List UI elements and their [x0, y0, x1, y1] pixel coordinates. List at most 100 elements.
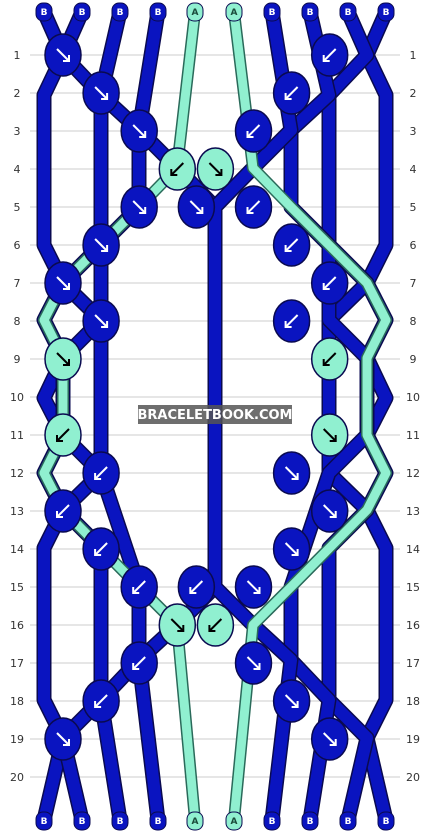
watermark: BRACELETBOOK.COM: [138, 405, 292, 424]
top-string-tab: [149, 2, 167, 22]
knot-arrow: [132, 124, 146, 138]
row-number-right: 16: [406, 619, 420, 632]
knot-arrow: [246, 580, 261, 594]
row-number-right: 20: [406, 771, 420, 784]
knot-arrowhead: [101, 93, 109, 100]
row-number-right: 5: [410, 201, 417, 214]
knot-arrow: [170, 162, 185, 176]
knot-arrowhead: [56, 511, 63, 518]
top-string-letter: B: [383, 8, 390, 18]
knot-arrow: [322, 504, 337, 518]
knot-arrowhead: [329, 739, 337, 746]
bottom-string-tab: [35, 811, 53, 831]
top-string-tab: [377, 2, 395, 22]
knot-arrow: [132, 580, 146, 594]
row-number-left: 6: [14, 239, 21, 252]
top-string-letter: A: [231, 8, 238, 18]
string-b: [361, 6, 392, 826]
knot-arrowhead: [63, 283, 70, 290]
row-number-right: 2: [410, 87, 417, 100]
knot-arrow: [94, 314, 108, 328]
row-number-right: 1: [410, 49, 417, 62]
row-number-right: 6: [410, 239, 417, 252]
knot-arrowhead: [253, 663, 261, 670]
row-number-right: 14: [406, 543, 420, 556]
row-number-right: 11: [406, 429, 420, 442]
row-number-right: 15: [406, 581, 420, 594]
knots: [44, 33, 349, 761]
bottom-string-tab: [111, 811, 129, 831]
top-string-letter: B: [41, 8, 48, 18]
knot-arrowhead: [322, 55, 330, 62]
row-number-left: 13: [10, 505, 24, 518]
knot-arrowhead: [170, 169, 178, 176]
knot-arrow: [94, 238, 108, 252]
row-number-right: 9: [410, 353, 417, 366]
knot-arrowhead: [284, 321, 292, 328]
knot-arrowhead: [215, 169, 223, 176]
knot-arrow: [208, 618, 223, 632]
top-string-tab: [35, 2, 53, 22]
row-number-left: 11: [10, 429, 24, 442]
knot-arrowhead: [253, 587, 261, 594]
knot-arrowhead: [246, 207, 254, 214]
row-number-left: 9: [14, 353, 21, 366]
knot-arrowhead: [177, 625, 185, 632]
knot-arrow: [208, 162, 223, 176]
row-number-right: 3: [410, 125, 417, 138]
top-string-tab: [301, 2, 319, 22]
top-string-tab: [111, 2, 129, 22]
string-b: [209, 6, 297, 826]
knot-arrowhead: [208, 625, 216, 632]
knot-arrowhead: [246, 131, 254, 138]
knot-arrowhead: [189, 587, 197, 594]
knot-arrowhead: [94, 701, 102, 708]
knot-arrowhead: [322, 283, 330, 290]
knot-arrow: [246, 124, 261, 138]
knot-arrow: [284, 542, 299, 556]
row-number-left: 17: [10, 657, 24, 670]
row-number-left: 7: [14, 277, 21, 290]
knot-arrow: [56, 504, 70, 518]
knot-arrow: [284, 694, 299, 708]
knot-arrowhead: [101, 321, 109, 328]
knot-arrowhead: [291, 473, 299, 480]
knot-arrow: [284, 238, 299, 252]
knot-arrowhead: [329, 435, 337, 442]
knot-arrow: [56, 428, 70, 442]
knot-arrow: [284, 314, 299, 328]
knot-arrow: [94, 466, 108, 480]
knot-arrowhead: [284, 245, 292, 252]
string-a: [229, 7, 391, 825]
row-number-left: 15: [10, 581, 24, 594]
top-string-letter: A: [192, 8, 199, 18]
knot-arrowhead: [63, 739, 70, 746]
bottom-string-letter: B: [307, 817, 314, 827]
bottom-string-letter: A: [192, 817, 199, 827]
row-number-left: 19: [10, 733, 24, 746]
knot-arrow: [284, 466, 299, 480]
bottom-string-tab: [339, 811, 357, 831]
string-b: [38, 6, 69, 826]
bottom-string-tab: [149, 811, 167, 831]
row-number-left: 10: [10, 391, 24, 404]
knot-arrow: [94, 86, 108, 100]
top-string-tab: [339, 2, 357, 22]
knot-arrow: [94, 542, 108, 556]
bottom-string-tab: [225, 811, 243, 831]
row-number-right: 13: [406, 505, 420, 518]
bottom-string-letter: B: [79, 817, 86, 827]
knot-arrow: [322, 732, 337, 746]
knot-arrow: [189, 580, 204, 594]
row-number-right: 10: [406, 391, 420, 404]
knot-arrow: [56, 352, 70, 366]
row-number-left: 2: [14, 87, 21, 100]
knot-arrowhead: [291, 701, 299, 708]
row-number-left: 16: [10, 619, 24, 632]
knot-arrowhead: [94, 549, 102, 556]
knot-arrow: [170, 618, 185, 632]
top-string-letter: B: [269, 8, 276, 18]
knot-arrowhead: [94, 473, 102, 480]
row-number-left: 3: [14, 125, 21, 138]
